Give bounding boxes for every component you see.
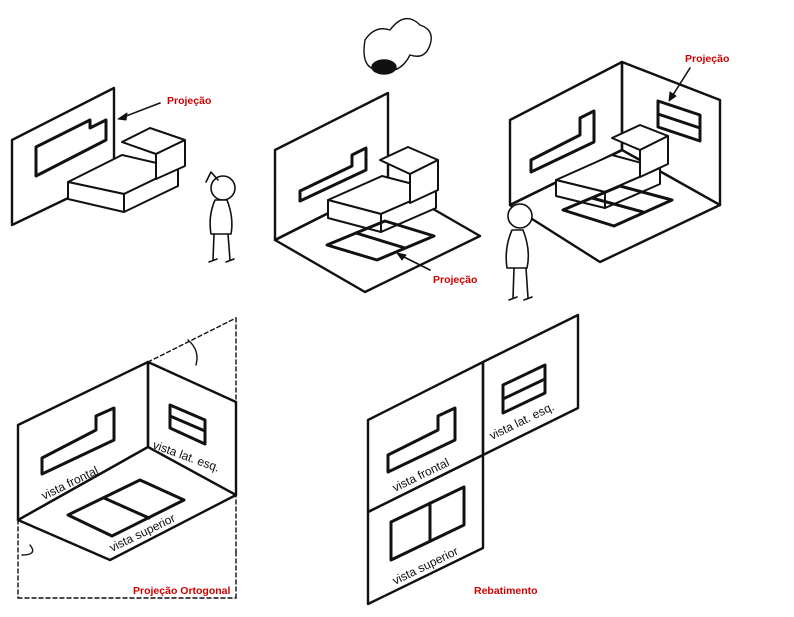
label-projecao-3: Projeção <box>685 53 729 65</box>
label-vista-superior-5: vista superior <box>390 544 460 588</box>
observer-boy-1 <box>205 171 236 263</box>
label-projecao-1: Projeção <box>167 95 211 107</box>
figure-projecao-ortogonal <box>16 317 238 599</box>
figure-rebatimento <box>366 313 580 606</box>
rotation-guides <box>17 317 237 599</box>
figure-lateral-plane <box>508 60 722 264</box>
lateral-plane-4 <box>146 360 238 497</box>
frontal-outline-3 <box>529 109 596 174</box>
rebat-lateral <box>481 313 580 457</box>
rebat-superior <box>366 453 485 606</box>
solid-block-2 <box>327 146 439 233</box>
frontal-projection-outline <box>34 118 108 178</box>
observer-boy-2 <box>505 203 533 301</box>
top-view-footprint-2 <box>325 219 436 262</box>
solid-block-1 <box>67 127 186 213</box>
figure-frontal-plane <box>10 86 186 227</box>
figure-horizontal-plane <box>273 91 482 294</box>
frontal-outline-2 <box>298 146 368 203</box>
frontal-plane-4 <box>16 360 150 522</box>
label-projecao-ortogonal: Projeção Ortogonal <box>133 585 231 597</box>
label-projecao-2: Projeção <box>433 274 477 286</box>
top-view-footprint-3 <box>561 184 674 228</box>
lateral-view-3 <box>656 99 702 143</box>
label-rebatimento: Rebatimento <box>474 585 538 597</box>
label-vista-frontal-4: vista frontal <box>39 463 100 502</box>
animal-illustration <box>363 17 432 75</box>
floor-plane-4 <box>16 445 238 562</box>
